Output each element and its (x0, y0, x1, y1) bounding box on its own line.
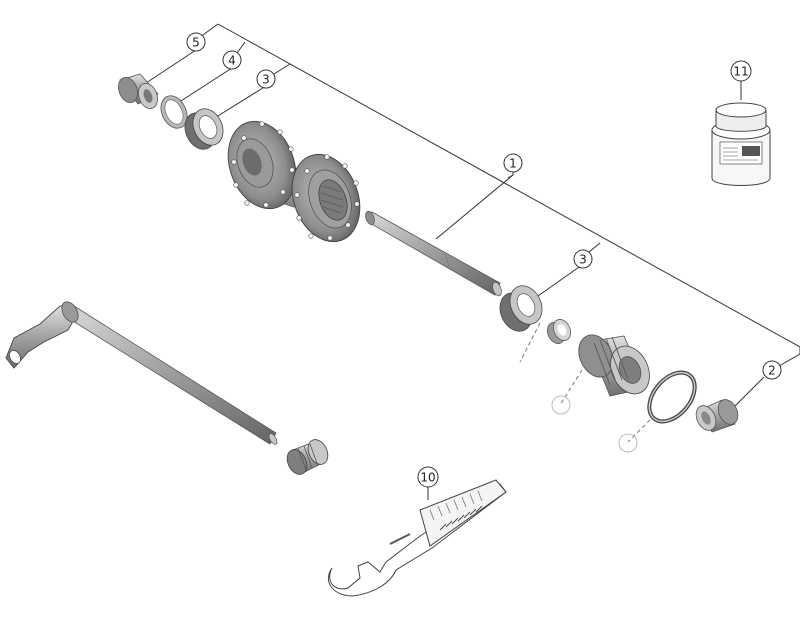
axle-nut (286, 439, 329, 475)
thru-axle (5, 301, 278, 445)
leader-lines (139, 23, 800, 407)
callout-2: 2 (762, 360, 782, 380)
callout-1: 1 (503, 153, 523, 173)
callout-10-label: 10 (420, 471, 435, 485)
callout-5-label: 5 (192, 36, 200, 50)
callout-2-label: 2 (768, 364, 776, 378)
callout-11: 11 (730, 60, 752, 100)
hub-wrench (327, 479, 507, 597)
callout-11-label: 11 (733, 65, 748, 79)
bearing-right (499, 285, 543, 332)
callout-4-label: 4 (228, 54, 236, 68)
callout-4: 4 (222, 50, 242, 70)
callout-5: 5 (186, 32, 206, 52)
hub-axle (365, 210, 502, 297)
callout-10: 10 (417, 466, 439, 500)
freehub-body (578, 334, 650, 397)
callout-3-left: 3 (256, 69, 276, 89)
callout-3-right: 3 (573, 249, 593, 269)
end-cap-left (118, 73, 159, 109)
callout-1-label: 1 (509, 157, 517, 171)
hub-shell (227, 120, 361, 243)
faint-markers (551, 395, 638, 453)
bearing-left (184, 108, 224, 150)
bearing-spacer (546, 319, 572, 344)
grease-jar (711, 102, 771, 186)
spacer-ring (160, 95, 188, 129)
callout-3-right-label: 3 (579, 253, 587, 267)
callout-3-left-label: 3 (262, 73, 270, 87)
o-ring (647, 370, 697, 424)
dashed-guide-lines (519, 322, 651, 443)
end-cap-right (695, 399, 739, 433)
